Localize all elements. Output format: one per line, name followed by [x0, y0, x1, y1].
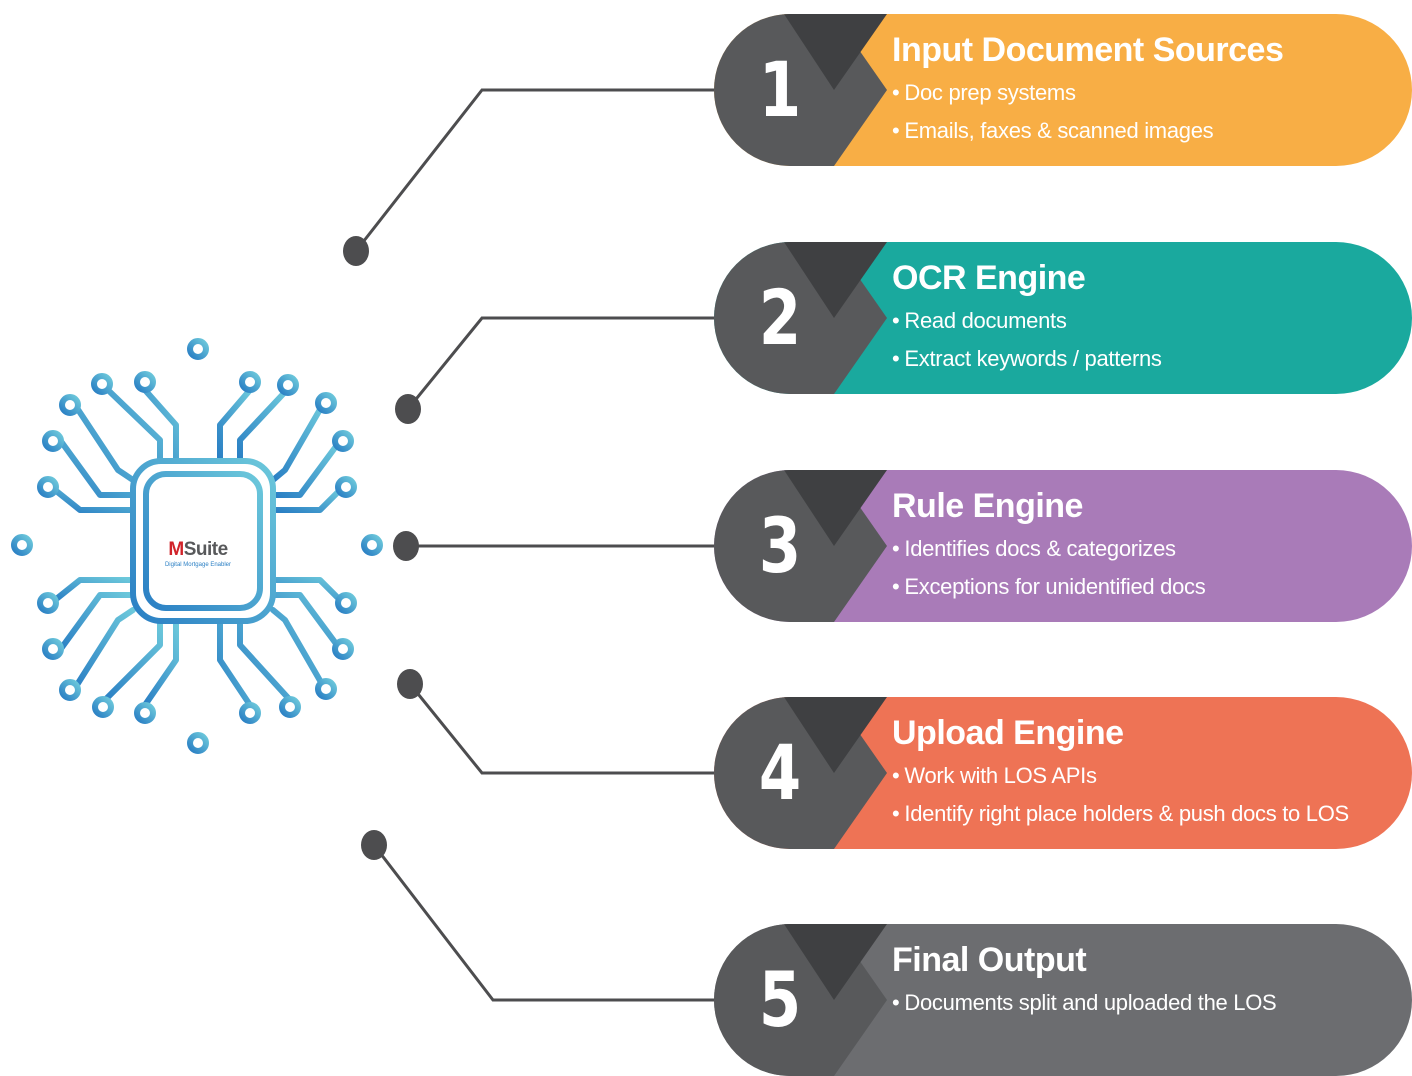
step-number: 5 — [758, 955, 802, 1044]
step-band-2: 2 OCR Engine Read documents Extract keyw… — [714, 242, 1412, 394]
step-title: Input Document Sources — [892, 31, 1284, 69]
connector-dot-5 — [361, 830, 387, 860]
connector-dot-2 — [395, 394, 421, 424]
number-zone — [714, 470, 887, 622]
step-bullet: Identifies docs & categorizes — [892, 530, 1396, 568]
step-bullets: Doc prep systems Emails, faxes & scanned… — [892, 74, 1396, 150]
step-bullet: Exceptions for unidentified docs — [892, 568, 1396, 606]
chip-outer — [130, 458, 276, 624]
connector-line-1 — [354, 88, 714, 252]
step-band-1: 1 Input Document Sources Doc prep system… — [714, 14, 1412, 166]
chip-inner — [143, 471, 263, 611]
step-band-3: 3 Rule Engine Identifies docs & categori… — [714, 470, 1412, 622]
connector-dot-4 — [397, 669, 423, 699]
step-number: 2 — [758, 273, 802, 362]
step-bullet: Work with LOS APIs — [892, 757, 1396, 795]
number-zone — [714, 242, 887, 394]
step-bullets: Documents split and uploaded the LOS — [892, 984, 1396, 1022]
step-title: Final Output — [892, 941, 1087, 979]
connector-dot-3 — [393, 531, 419, 561]
msuite-logo: MSuite Digital Mortgage Enabler — [165, 539, 231, 568]
number-zone — [714, 14, 887, 166]
step-bullets: Read documents Extract keywords / patter… — [892, 302, 1396, 378]
connector-line-4 — [408, 683, 714, 775]
step-number: 4 — [758, 728, 802, 817]
number-zone — [714, 924, 887, 1076]
logo-tagline: Digital Mortgage Enabler — [165, 562, 231, 568]
number-zone — [714, 697, 887, 849]
step-title: Upload Engine — [892, 714, 1124, 752]
step-band-5: 5 Final Output Documents split and uploa… — [714, 924, 1412, 1076]
connector-line-2 — [406, 316, 714, 410]
circuit-chip-graphic: MSuite Digital Mortgage Enabler — [11, 338, 383, 754]
step-bullet: Identify right place holders & push docs… — [892, 795, 1396, 833]
step-number: 3 — [758, 501, 802, 590]
step-band-4: 4 Upload Engine Work with LOS APIs Ident… — [714, 697, 1412, 849]
step-bullet: Documents split and uploaded the LOS — [892, 984, 1396, 1022]
step-bullets: Identifies docs & categorizes Exceptions… — [892, 530, 1396, 606]
step-bullet: Extract keywords / patterns — [892, 340, 1396, 378]
step-bullet: Doc prep systems — [892, 74, 1396, 112]
connector-line-5 — [372, 844, 714, 1002]
step-bullet: Read documents — [892, 302, 1396, 340]
step-title: OCR Engine — [892, 259, 1086, 297]
step-bullets: Work with LOS APIs Identify right place … — [892, 757, 1396, 833]
step-bullet: Emails, faxes & scanned images — [892, 112, 1396, 150]
logo-brand: MSuite — [168, 539, 227, 560]
connector-dot-1 — [343, 236, 369, 266]
step-title: Rule Engine — [892, 487, 1083, 525]
step-number: 1 — [758, 45, 802, 134]
